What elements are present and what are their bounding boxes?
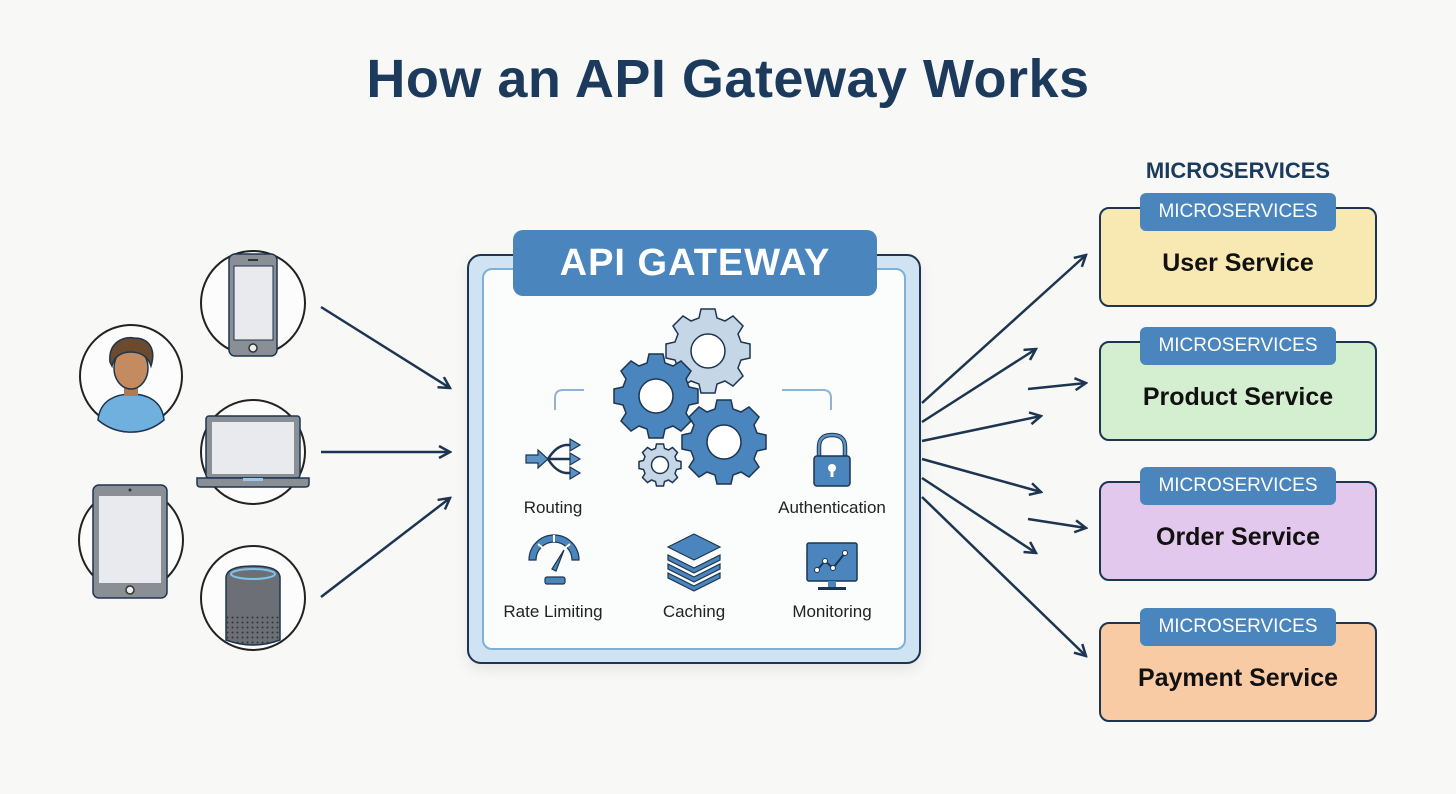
arrow-to-service — [921, 255, 1086, 404]
service-tag: MICROSERVICES — [1140, 327, 1336, 365]
layers-icon — [666, 533, 722, 592]
gauge-icon — [528, 534, 580, 585]
gears-icon — [613, 308, 767, 487]
diagram-title: How an API Gateway Works — [366, 49, 1090, 109]
gateway-contents — [525, 308, 858, 592]
routing-icon — [525, 437, 582, 481]
service-tag: MICROSERVICES — [1140, 467, 1336, 505]
client-laptop — [196, 399, 310, 505]
arrow-to-service — [921, 416, 1041, 443]
client-user — [79, 324, 183, 433]
arrow-to-service — [921, 457, 1041, 492]
client-tablet — [78, 484, 184, 599]
feature-rate-limiting-label: Rate Limiting — [503, 602, 603, 621]
client-arrows — [320, 305, 450, 598]
arrow-to-service — [1027, 383, 1086, 389]
service-tag: MICROSERVICES — [1140, 608, 1336, 646]
client-smartphone — [200, 250, 306, 357]
service-name: Payment Service — [1137, 664, 1339, 692]
feature-routing-label: Routing — [523, 498, 583, 517]
arrow-to-gateway — [320, 498, 450, 598]
arrow-to-service — [921, 496, 1086, 656]
feature-caching-label: Caching — [662, 602, 726, 621]
feature-authentication-label: Authentication — [778, 498, 886, 517]
arrow-to-gateway — [320, 305, 450, 388]
feature-monitoring-label: Monitoring — [792, 602, 872, 621]
microservices-heading: MICROSERVICES — [1145, 158, 1331, 183]
service-name: Order Service — [1156, 523, 1320, 551]
service-arrows — [921, 255, 1086, 656]
client-smart-speaker — [200, 545, 306, 651]
api-gateway-header: API GATEWAY — [513, 230, 877, 296]
arrow-to-service — [921, 349, 1036, 424]
service-name: Product Service — [1142, 383, 1334, 411]
user-icon — [97, 393, 165, 433]
service-tag: MICROSERVICES — [1140, 193, 1336, 231]
arrow-to-service — [921, 476, 1036, 553]
lock-icon — [813, 432, 851, 487]
service-name: User Service — [1162, 249, 1314, 277]
arrow-to-service — [1027, 517, 1086, 528]
monitor-chart-icon — [806, 542, 858, 590]
